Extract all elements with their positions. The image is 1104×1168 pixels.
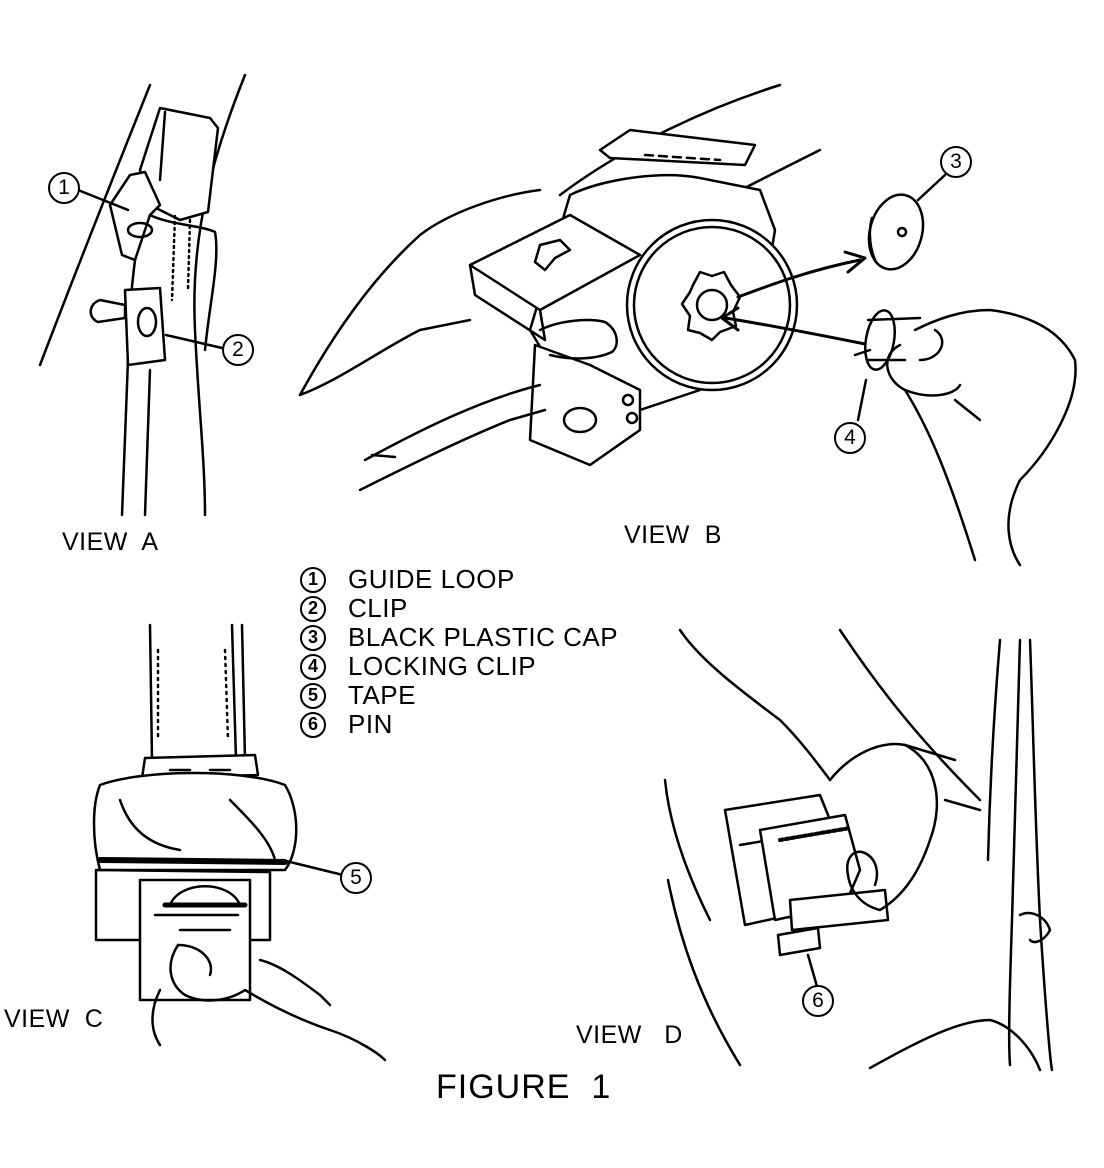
legend-number: 4 [300, 653, 326, 680]
legend-item: 2 CLIP [300, 593, 618, 623]
callout-3: 3 [940, 146, 972, 178]
view-c-label: VIEW C [4, 1005, 104, 1033]
legend-item: 5 TAPE [300, 680, 618, 710]
callout-1: 1 [48, 172, 80, 204]
view-a-drawing [38, 73, 247, 517]
legend-number: 1 [300, 566, 326, 593]
callout-5: 5 [340, 862, 372, 894]
legend-item: 1 GUIDE LOOP [300, 564, 618, 594]
legend-number: 6 [300, 711, 326, 738]
callout-2: 2 [222, 334, 254, 366]
view-d-drawing [663, 628, 1054, 1072]
legend-text: LOCKING CLIP [348, 651, 537, 681]
legend-item: 6 PIN [300, 709, 618, 739]
callout-6: 6 [802, 985, 834, 1017]
view-b-drawing [298, 83, 1077, 567]
legend-text: GUIDE LOOP [348, 564, 515, 594]
legend-text: BLACK PLASTIC CAP [348, 622, 619, 652]
legend-text: PIN [348, 709, 393, 739]
legend-number: 2 [300, 595, 326, 622]
legend-item: 3 BLACK PLASTIC CAP [300, 622, 619, 652]
legend-item: 4 LOCKING CLIP [300, 651, 618, 681]
parts-legend: 1 GUIDE LOOP 2 CLIP 3 BLACK PLASTIC CAP … [300, 564, 619, 739]
callout-4: 4 [834, 422, 866, 454]
view-b-label: VIEW B [624, 521, 722, 549]
view-a-label: VIEW A [62, 528, 159, 556]
view-c-drawing [92, 623, 387, 1062]
legend-number: 5 [300, 682, 326, 709]
figure-caption: FIGURE 1 [436, 1068, 612, 1106]
legend-number: 3 [300, 624, 326, 651]
legend-text: TAPE [348, 680, 416, 710]
legend-text: CLIP [348, 593, 408, 623]
view-d-label: VIEW D [576, 1021, 683, 1049]
